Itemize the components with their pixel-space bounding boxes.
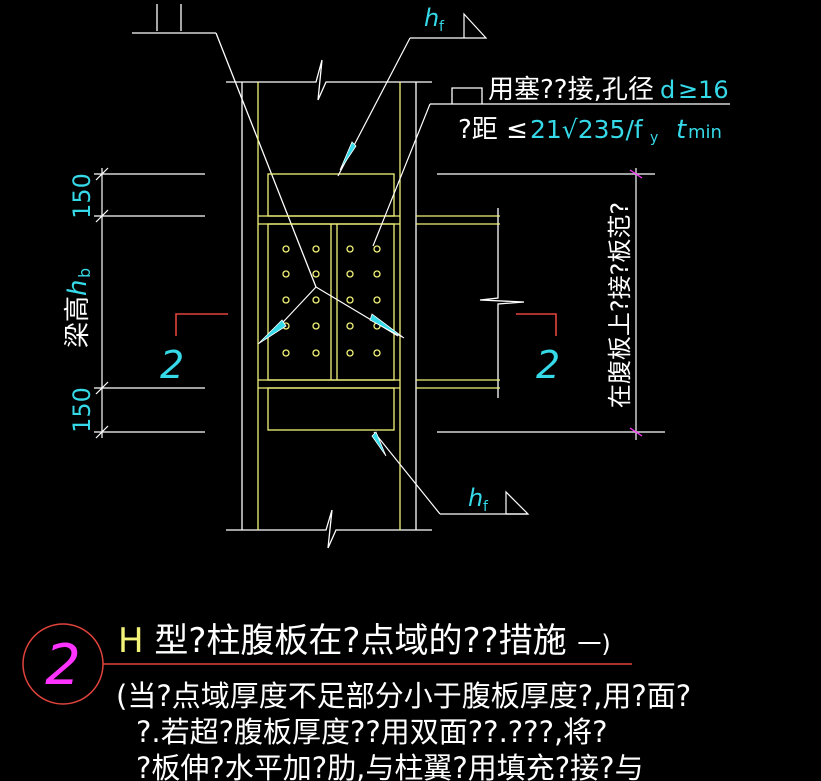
plug-weld-hole <box>373 296 381 304</box>
plug-weld-hole <box>282 245 290 253</box>
left-dimensions <box>94 167 205 439</box>
plug-weld-hole <box>373 245 381 253</box>
svg-text:min: min <box>688 122 722 143</box>
caption-line-1: (当?点域厚度不足部分小于腹板厚度?,用?面? <box>116 679 691 713</box>
caption-line-3: ?板伸?水平加?肋,与柱翼?用填充?接?与 <box>136 751 644 781</box>
right-vertical-note: 在腹板上?接?板范? <box>606 202 634 408</box>
dimension-labels: 150 150 <box>68 173 96 433</box>
svg-text:y: y <box>650 130 658 146</box>
caption-title: H 型?柱腹板在?点域的??措施 一) <box>118 621 611 661</box>
svg-text:b: b <box>75 268 94 278</box>
svg-text:≥16: ≥16 <box>678 76 729 104</box>
column-outline <box>132 4 525 549</box>
svg-text:h: h <box>468 484 483 512</box>
plug-weld-hole <box>346 296 354 304</box>
plug-weld-hole <box>346 349 354 357</box>
svg-text:用塞??接,孔径: 用塞??接,孔径 <box>488 75 654 105</box>
plug-weld-holes <box>282 245 381 357</box>
svg-text:2: 2 <box>536 343 560 387</box>
plug-weld-hole <box>312 296 320 304</box>
plug-weld-hole <box>346 245 354 253</box>
plug-weld-hole <box>282 349 290 357</box>
svg-text:梁高: 梁高 <box>63 296 93 348</box>
plug-weld-hole <box>312 349 320 357</box>
plug-weld-hole <box>373 349 381 357</box>
hf-bottom-label: h f <box>468 484 489 515</box>
section-labels: 2 2 <box>160 343 560 387</box>
detail-number: 2 <box>45 633 81 698</box>
column-members <box>257 82 500 530</box>
svg-text:h: h <box>63 280 93 296</box>
plug-weld-hole <box>282 296 290 304</box>
plug-weld-symbol <box>451 87 483 104</box>
section-marks <box>175 313 557 336</box>
svg-text:21√235/f: 21√235/f <box>530 115 644 144</box>
weld-arrows <box>257 141 405 457</box>
plug-weld-hole <box>312 270 320 278</box>
svg-text:?距 ≤: ?距 ≤ <box>458 115 528 145</box>
caption-line-2: ?.若超?腹板厚度??用双面??.???,将? <box>136 715 608 749</box>
right-dimension-ticks <box>629 169 643 437</box>
plug-weld-hole <box>346 322 354 330</box>
svg-text:h: h <box>424 4 439 32</box>
plug-weld-hole <box>282 270 290 278</box>
svg-text:d: d <box>660 76 675 104</box>
hf-top-label: h f <box>424 4 445 35</box>
plug-weld-hole <box>312 322 320 330</box>
svg-text:t: t <box>676 115 687 145</box>
svg-text:f: f <box>439 19 445 35</box>
plug-weld-note: 用塞??接,孔径 d ≥16 <box>488 75 729 105</box>
plug-weld-hole <box>312 245 320 253</box>
svg-text:f: f <box>483 499 489 515</box>
svg-text:150: 150 <box>68 173 96 219</box>
spacing-note: ?距 ≤ 21√235/f y t min <box>458 115 722 146</box>
plug-weld-hole <box>346 270 354 278</box>
svg-text:150: 150 <box>68 387 96 433</box>
svg-text:2: 2 <box>160 343 184 387</box>
beam-height-label: 梁高 h b <box>63 268 94 348</box>
right-dimension <box>437 168 665 440</box>
caption: 2 H 型?柱腹板在?点域的??措施 一) (当?点域厚度不足部分小于腹板厚度?… <box>22 621 691 781</box>
plug-weld-hole <box>373 270 381 278</box>
